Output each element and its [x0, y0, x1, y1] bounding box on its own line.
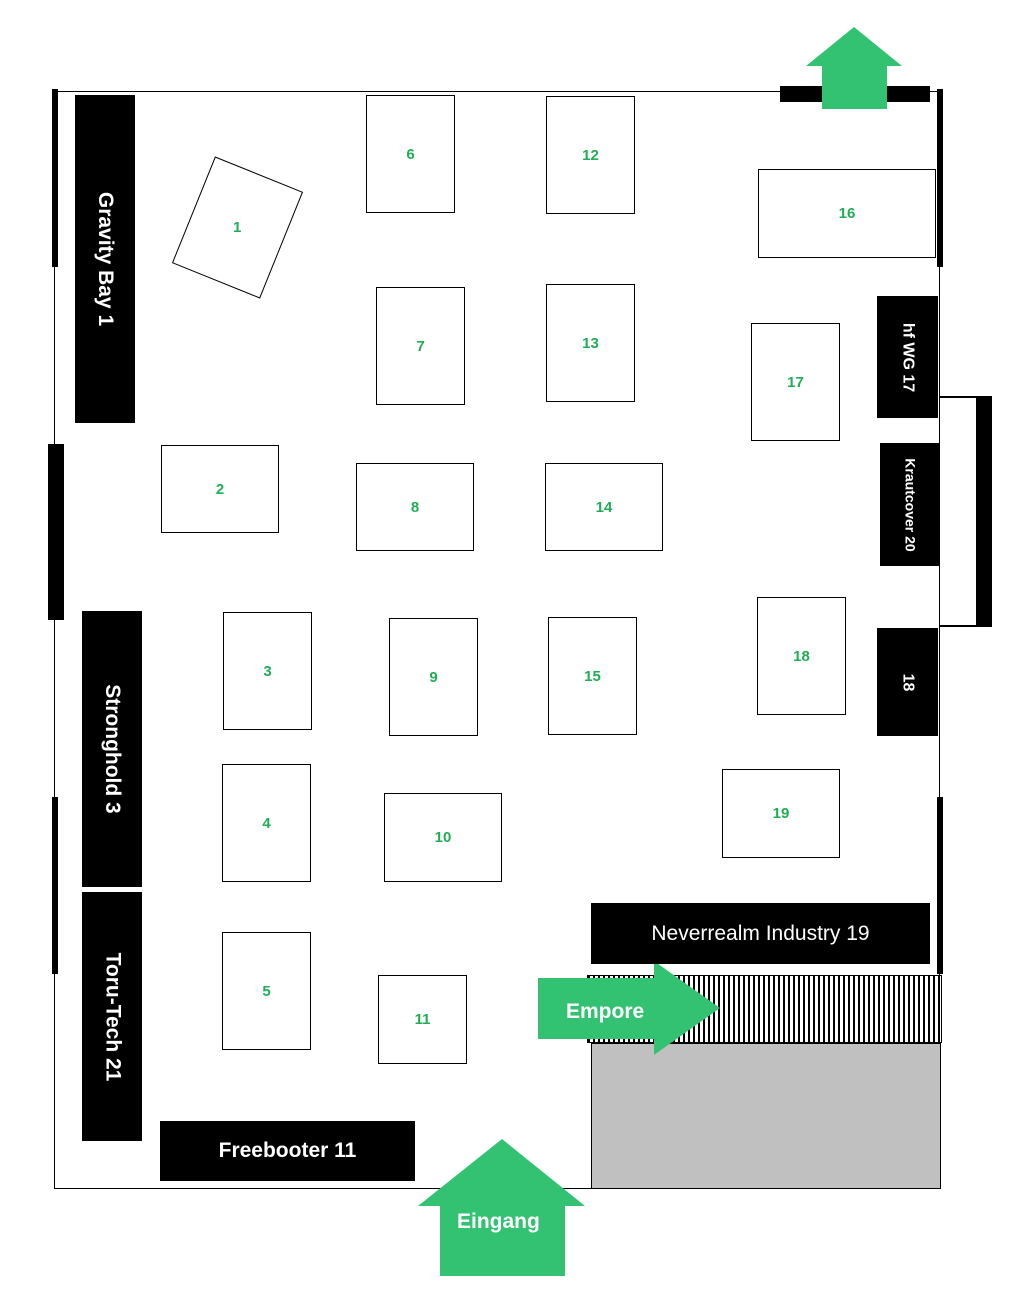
- table-5: 5: [222, 932, 311, 1050]
- table-label: 10: [434, 829, 452, 846]
- vendor-booth-18-label: 18: [899, 673, 917, 691]
- table-12: 12: [546, 96, 635, 214]
- table-label: 19: [772, 805, 790, 822]
- table-label: 1: [233, 219, 242, 236]
- alcove-wall: [976, 396, 992, 627]
- table-7: 7: [376, 287, 465, 405]
- table-label: 7: [416, 337, 425, 355]
- table-4: 4: [222, 764, 311, 882]
- vendor-hfwg-label: hf WG 17: [899, 322, 917, 392]
- vendor-hfwg: hf WG 17: [877, 296, 938, 418]
- table-label: 15: [584, 667, 601, 685]
- wall-segment-right-2: [937, 797, 943, 974]
- alcove-bottom-line: [940, 625, 984, 627]
- table-label: 5: [262, 982, 271, 1000]
- wall-segment-right-1: [937, 89, 943, 267]
- table-2: 2: [161, 445, 279, 533]
- table-label: 3: [263, 662, 272, 680]
- table-label: 16: [838, 205, 856, 222]
- vendor-toru-tech: Toru-Tech 21: [82, 892, 142, 1141]
- vendor-neverrealm: Neverrealm Industry 19: [591, 903, 930, 964]
- wall-segment-left-1: [52, 89, 58, 267]
- vendor-neverrealm-label: Neverrealm Industry 19: [651, 921, 870, 945]
- vendor-freebooter: Freebooter 11: [160, 1121, 415, 1181]
- vendor-booth-18: 18: [877, 628, 938, 736]
- table-label: 13: [582, 334, 599, 352]
- vendor-stronghold: Stronghold 3: [82, 611, 142, 887]
- table-label: 2: [215, 480, 225, 498]
- top-exit-arrow: [806, 27, 902, 109]
- table-label: 11: [414, 1011, 431, 1028]
- gallery-label: Empore: [566, 1000, 645, 1023]
- vendor-gravity-bay-label: Gravity Bay 1: [94, 191, 117, 327]
- table-16: 16: [758, 169, 936, 258]
- table-9: 9: [389, 618, 478, 736]
- table-19: 19: [722, 769, 840, 858]
- wall-segment-left-2: [48, 444, 64, 620]
- table-15: 15: [548, 617, 637, 735]
- entrance-arrow: [418, 1139, 585, 1276]
- table-label: 12: [582, 146, 599, 164]
- table-label: 8: [410, 498, 420, 516]
- vendor-krautcover-label: Krautcover 20: [902, 457, 918, 552]
- gallery-arrow: [538, 961, 720, 1055]
- table-13: 13: [546, 284, 635, 402]
- table-label: 14: [595, 498, 613, 516]
- table-10: 10: [384, 793, 502, 882]
- table-label: 9: [429, 668, 438, 686]
- table-8: 8: [356, 463, 474, 551]
- vendor-toru-tech-label: Toru-Tech 21: [101, 952, 124, 1081]
- vendor-gravity-bay: Gravity Bay 1: [75, 95, 135, 423]
- table-11: 11: [378, 975, 467, 1064]
- wall-segment-left-3: [52, 797, 58, 974]
- table-17: 17: [751, 323, 840, 441]
- vendor-krautcover: Krautcover 20: [880, 443, 940, 566]
- table-14: 14: [545, 463, 663, 551]
- table-6: 6: [366, 95, 455, 213]
- table-label: 6: [406, 145, 415, 163]
- table-18: 18: [757, 597, 846, 715]
- entrance-label: Eingang: [457, 1210, 540, 1233]
- table-label: 17: [787, 373, 804, 391]
- table-label: 4: [262, 814, 271, 832]
- vendor-freebooter-label: Freebooter 11: [218, 1139, 357, 1162]
- vendor-stronghold-label: Stronghold 3: [101, 684, 124, 814]
- table-label: 18: [793, 647, 810, 665]
- gallery-grey-area: [591, 1043, 941, 1189]
- table-3: 3: [223, 612, 312, 730]
- alcove-top-line: [940, 396, 984, 398]
